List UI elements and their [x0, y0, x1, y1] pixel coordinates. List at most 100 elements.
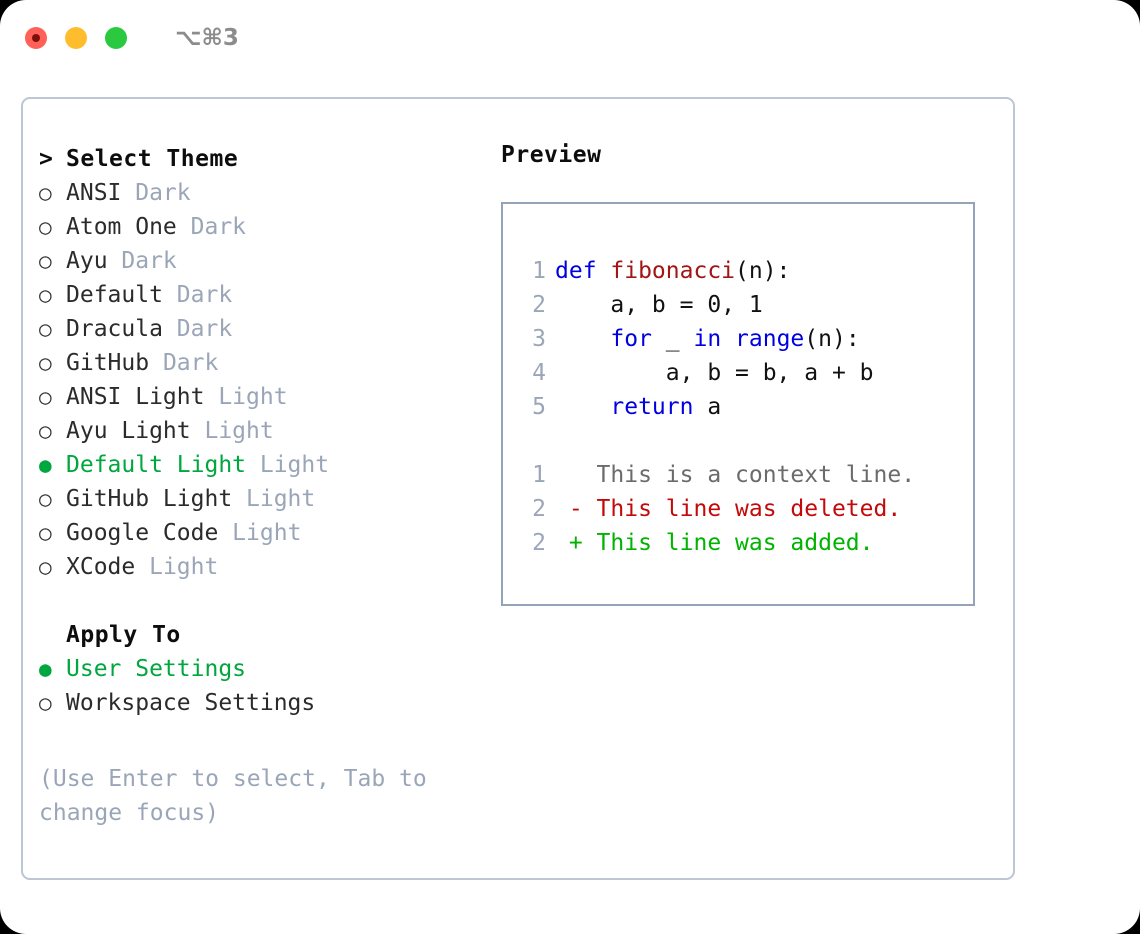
theme-item-tag: Dark [121, 180, 191, 206]
theme-item-tag: Light [135, 554, 219, 580]
theme-list-item[interactable]: ○ ANSI Dark [39, 176, 469, 210]
theme-list-item[interactable]: ○ANSI Light Light [39, 380, 469, 414]
code-token: def [555, 258, 611, 284]
theme-item-label: ANSI [66, 180, 122, 206]
theme-list-item[interactable]: ○ Ayu Dark [39, 244, 469, 278]
keyboard-hint: (Use Enter to select, Tab to change focu… [39, 766, 427, 826]
code-token: a, b = 0, 1 [555, 292, 763, 318]
maximize-button[interactable] [105, 27, 127, 49]
theme-picker-header-label: Select Theme [66, 146, 239, 172]
code-line: 4 a, b = b, a + b [521, 356, 915, 390]
theme-item-label: Ayu [66, 248, 108, 274]
theme-item-tag: Light [246, 452, 330, 478]
code-token: in [693, 326, 722, 352]
theme-list-item[interactable]: ○GitHub Dark [39, 346, 469, 380]
theme-list-item[interactable]: ○ Dracula Dark [39, 312, 469, 346]
code-line: 2 a, b = 0, 1 [521, 288, 915, 322]
code-token: a [693, 394, 722, 420]
code-diff-separator [521, 424, 915, 458]
radio-unselected-icon[interactable]: ○ [39, 521, 52, 545]
radio-unselected-icon[interactable]: ○ [39, 555, 52, 579]
code-token: fibonacci [610, 258, 736, 284]
diff-text: This is a context line. [582, 462, 916, 488]
theme-list-item[interactable]: ○ Default Dark [39, 278, 469, 312]
theme-item-label: Atom One [66, 214, 177, 240]
code-token: a, b = b, a + b [555, 360, 874, 386]
radio-unselected-icon[interactable]: ○ [39, 283, 52, 307]
theme-list-item[interactable]: ○ Ayu Light Light [39, 414, 469, 448]
diff-line: 1 This is a context line. [521, 458, 915, 492]
code-token: (n): [735, 258, 791, 284]
theme-item-label: Dracula [66, 316, 163, 342]
theme-item-label: Google Code [66, 520, 219, 546]
radio-unselected-icon[interactable]: ○ [39, 691, 52, 715]
code-token: range [735, 326, 805, 352]
line-number: 2 [532, 496, 546, 522]
theme-dialog-card: >Select Theme ○ANSI Dark○Atom One Dark○A… [21, 97, 1015, 880]
line-number: 4 [532, 360, 546, 386]
diff-line: 2 + This line was added. [521, 526, 915, 560]
code-token [721, 326, 735, 352]
radio-selected-icon[interactable]: ● [39, 657, 52, 681]
code-token: return [610, 394, 694, 420]
apply-to-header: Apply To [66, 622, 181, 648]
apply-to-item[interactable]: ○Workspace Settings [39, 686, 469, 720]
theme-item-tag: Dark [149, 350, 219, 376]
radio-unselected-icon[interactable]: ○ [39, 351, 52, 375]
line-number: 3 [532, 326, 546, 352]
traffic-lights [25, 27, 127, 49]
radio-unselected-icon[interactable]: ○ [39, 181, 52, 205]
line-number: 1 [532, 462, 546, 488]
diff-text: This line was deleted. [582, 496, 902, 522]
theme-item-label: Default Light [66, 452, 247, 478]
code-token [555, 326, 610, 352]
theme-list-item[interactable]: ○ XCode Light [39, 550, 469, 584]
theme-item-label: Ayu Light [66, 418, 191, 444]
list-spacer [39, 584, 469, 618]
diff-marker [555, 462, 583, 488]
line-number: 5 [532, 394, 546, 420]
theme-list-item[interactable]: ○Google Code Light [39, 516, 469, 550]
diff-text: This line was added. [582, 530, 874, 556]
theme-picker-header: >Select Theme [39, 142, 469, 176]
theme-item-tag: Dark [162, 316, 233, 342]
radio-unselected-icon[interactable]: ○ [39, 487, 52, 511]
theme-item-label: Default [66, 282, 163, 308]
radio-unselected-icon[interactable]: ○ [39, 249, 52, 273]
theme-item-label: GitHub Light [66, 486, 233, 512]
line-number: 2 [532, 530, 546, 556]
title-bar: ⌥⌘3 [0, 0, 1140, 76]
code-token: _ [651, 326, 694, 352]
apply-to-item[interactable]: ●User Settings [39, 652, 469, 686]
radio-selected-icon[interactable]: ● [39, 453, 52, 477]
preview-title: Preview [501, 142, 602, 168]
theme-item-tag: Light [190, 418, 274, 444]
theme-list-item[interactable]: ○ Atom One Dark [39, 210, 469, 244]
code-line: 5 return a [521, 390, 915, 424]
theme-item-tag: Dark [176, 214, 247, 240]
code-token: for [610, 326, 652, 352]
theme-item-tag: Dark [107, 248, 177, 274]
diff-marker: - [555, 496, 583, 522]
apply-to-list: ●User Settings○Workspace Settings [39, 652, 469, 720]
close-button[interactable] [25, 27, 47, 49]
theme-picker-panel: >Select Theme ○ANSI Dark○Atom One Dark○A… [39, 142, 469, 720]
window-title: ⌥⌘3 [175, 25, 239, 51]
theme-item-tag: Light [204, 384, 288, 410]
minimize-button[interactable] [65, 27, 87, 49]
radio-unselected-icon[interactable]: ○ [39, 215, 52, 239]
theme-list-item[interactable]: ● Default Light Light [39, 448, 469, 482]
line-number: 2 [532, 292, 546, 318]
theme-item-label: XCode [66, 554, 136, 580]
radio-unselected-icon[interactable]: ○ [39, 419, 52, 443]
theme-list: ○ ANSI Dark ○ Atom One Dark ○ Ayu Dark ○ Defaul… [39, 176, 469, 584]
theme-item-tag: Dark [162, 282, 233, 308]
radio-unselected-icon[interactable]: ○ [39, 385, 52, 409]
radio-unselected-icon[interactable]: ○ [39, 317, 52, 341]
theme-list-item[interactable]: ○GitHub Light Light [39, 482, 469, 516]
